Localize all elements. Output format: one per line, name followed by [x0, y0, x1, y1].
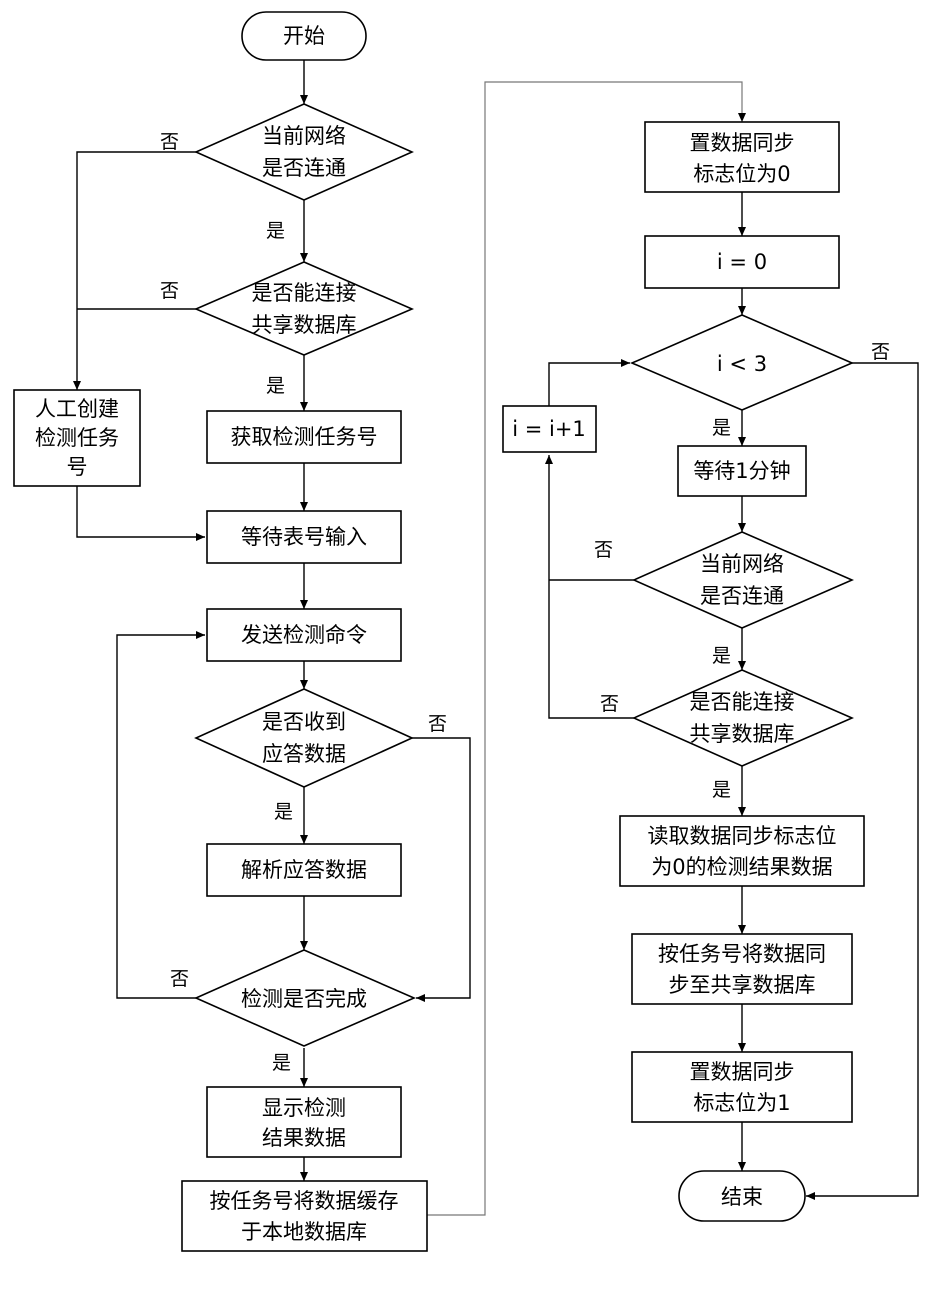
edge-net1-no-manual [73, 151, 196, 390]
label-db2-yes: 是 [712, 779, 731, 801]
node-end: 结束 [678, 1170, 806, 1222]
label-ilt3-yes: 是 [712, 417, 731, 439]
label-net1-no: 否 [160, 131, 179, 153]
edge-ilt3-no-end [806, 362, 919, 1200]
node-db2: 是否能连接 共享数据库 [632, 669, 855, 767]
node-net2: 当前网络 是否连通 [632, 531, 855, 629]
node-read-line1: 读取数据同步标志位 [648, 824, 837, 848]
edge-recv-no-done [412, 737, 471, 1002]
node-wait1: 等待1分钟 [677, 445, 807, 497]
node-read: 读取数据同步标志位 为0的检测结果数据 [619, 815, 865, 887]
node-get-task-text: 获取检测任务号 [231, 425, 378, 449]
label-db2-no: 否 [600, 693, 619, 715]
node-wait-input-text: 等待表号输入 [241, 525, 367, 549]
node-parse-text: 解析应答数据 [241, 858, 367, 882]
node-manual-line3: 号 [67, 455, 88, 479]
node-done: 检测是否完成 [194, 949, 417, 1047]
node-ilt3: i < 3 [629, 314, 855, 411]
node-net2-line2: 是否连通 [700, 584, 784, 608]
node-manual: 人工创建 检测任务 号 [13, 389, 141, 487]
node-db1-line1: 是否能连接 [252, 281, 357, 305]
node-end-text: 结束 [721, 1185, 763, 1209]
node-start-text: 开始 [283, 24, 325, 48]
label-net1-yes: 是 [266, 220, 285, 242]
edge-db2-no-iinc [545, 455, 634, 719]
node-recv-line2: 应答数据 [262, 742, 346, 766]
node-send-cmd: 发送检测命令 [206, 608, 402, 662]
label-recv-no: 否 [428, 713, 447, 735]
node-sync: 按任务号将数据同 步至共享数据库 [631, 933, 853, 1005]
edges-left [73, 60, 746, 1216]
node-send-cmd-text: 发送检测命令 [241, 623, 367, 647]
label-recv-yes: 是 [274, 801, 293, 823]
node-wait-input: 等待表号输入 [206, 510, 402, 564]
node-manual-line1: 人工创建 [35, 397, 119, 421]
node-iinc-text: i = i+1 [512, 417, 586, 441]
node-show-line2: 结果数据 [262, 1126, 346, 1150]
node-wait1-text: 等待1分钟 [693, 459, 790, 483]
node-net2-line1: 当前网络 [700, 552, 784, 576]
node-read-line2: 为0的检测结果数据 [651, 855, 832, 879]
node-done-text: 检测是否完成 [241, 987, 367, 1011]
label-net2-no: 否 [594, 539, 613, 561]
label-done-yes: 是 [272, 1052, 291, 1074]
edge-iinc-ilt3 [548, 359, 630, 406]
node-parse: 解析应答数据 [206, 843, 402, 897]
node-flag1-line1: 置数据同步 [690, 1060, 795, 1084]
label-ilt3-no: 否 [871, 341, 890, 363]
node-i0-text: i = 0 [717, 250, 767, 274]
node-cache: 按任务号将数据缓存 于本地数据库 [181, 1180, 428, 1252]
label-done-no: 否 [170, 968, 189, 990]
node-ilt3-text: i < 3 [717, 352, 767, 376]
node-recv: 是否收到 应答数据 [194, 688, 414, 788]
node-i0: i = 0 [644, 235, 840, 289]
node-get-task: 获取检测任务号 [206, 410, 402, 464]
node-flag0: 置数据同步 标志位为0 [644, 121, 840, 193]
node-sync-line1: 按任务号将数据同 [658, 942, 826, 966]
edge-manual-wait [76, 486, 205, 541]
node-start: 开始 [241, 11, 367, 61]
node-net1-line1: 当前网络 [262, 124, 346, 148]
node-cache-line2: 于本地数据库 [241, 1220, 367, 1244]
node-sync-line2: 步至共享数据库 [669, 973, 816, 997]
node-recv-line1: 是否收到 [262, 710, 346, 734]
node-flag1: 置数据同步 标志位为1 [631, 1051, 853, 1123]
node-flag1-line2: 标志位为1 [693, 1091, 790, 1115]
node-flag0-line1: 置数据同步 [690, 131, 795, 155]
node-cache-line1: 按任务号将数据缓存 [210, 1189, 399, 1213]
node-show-line1: 显示检测 [262, 1096, 346, 1120]
edges-right [545, 192, 919, 1200]
node-db2-line2: 共享数据库 [690, 722, 795, 746]
node-db2-line1: 是否能连接 [690, 690, 795, 714]
edge-cache-flag0 [427, 81, 746, 1216]
node-manual-line2: 检测任务 [35, 426, 119, 450]
node-net1: 当前网络 是否连通 [194, 103, 414, 201]
node-flag0-line2: 标志位为0 [693, 162, 790, 186]
node-net1-line2: 是否连通 [262, 156, 346, 180]
label-db1-yes: 是 [266, 375, 285, 397]
label-net2-yes: 是 [712, 645, 731, 667]
node-db1: 是否能连接 共享数据库 [193, 261, 415, 356]
node-iinc: i = i+1 [502, 405, 597, 453]
node-show: 显示检测 结果数据 [206, 1086, 402, 1158]
node-db1-line2: 共享数据库 [252, 313, 357, 337]
label-db1-no: 否 [160, 280, 179, 302]
edge-done-no-send [116, 631, 205, 999]
edge-labels: 否 是 否 是 否 是 否 是 否 是 否 是 否 是 [160, 131, 890, 1074]
